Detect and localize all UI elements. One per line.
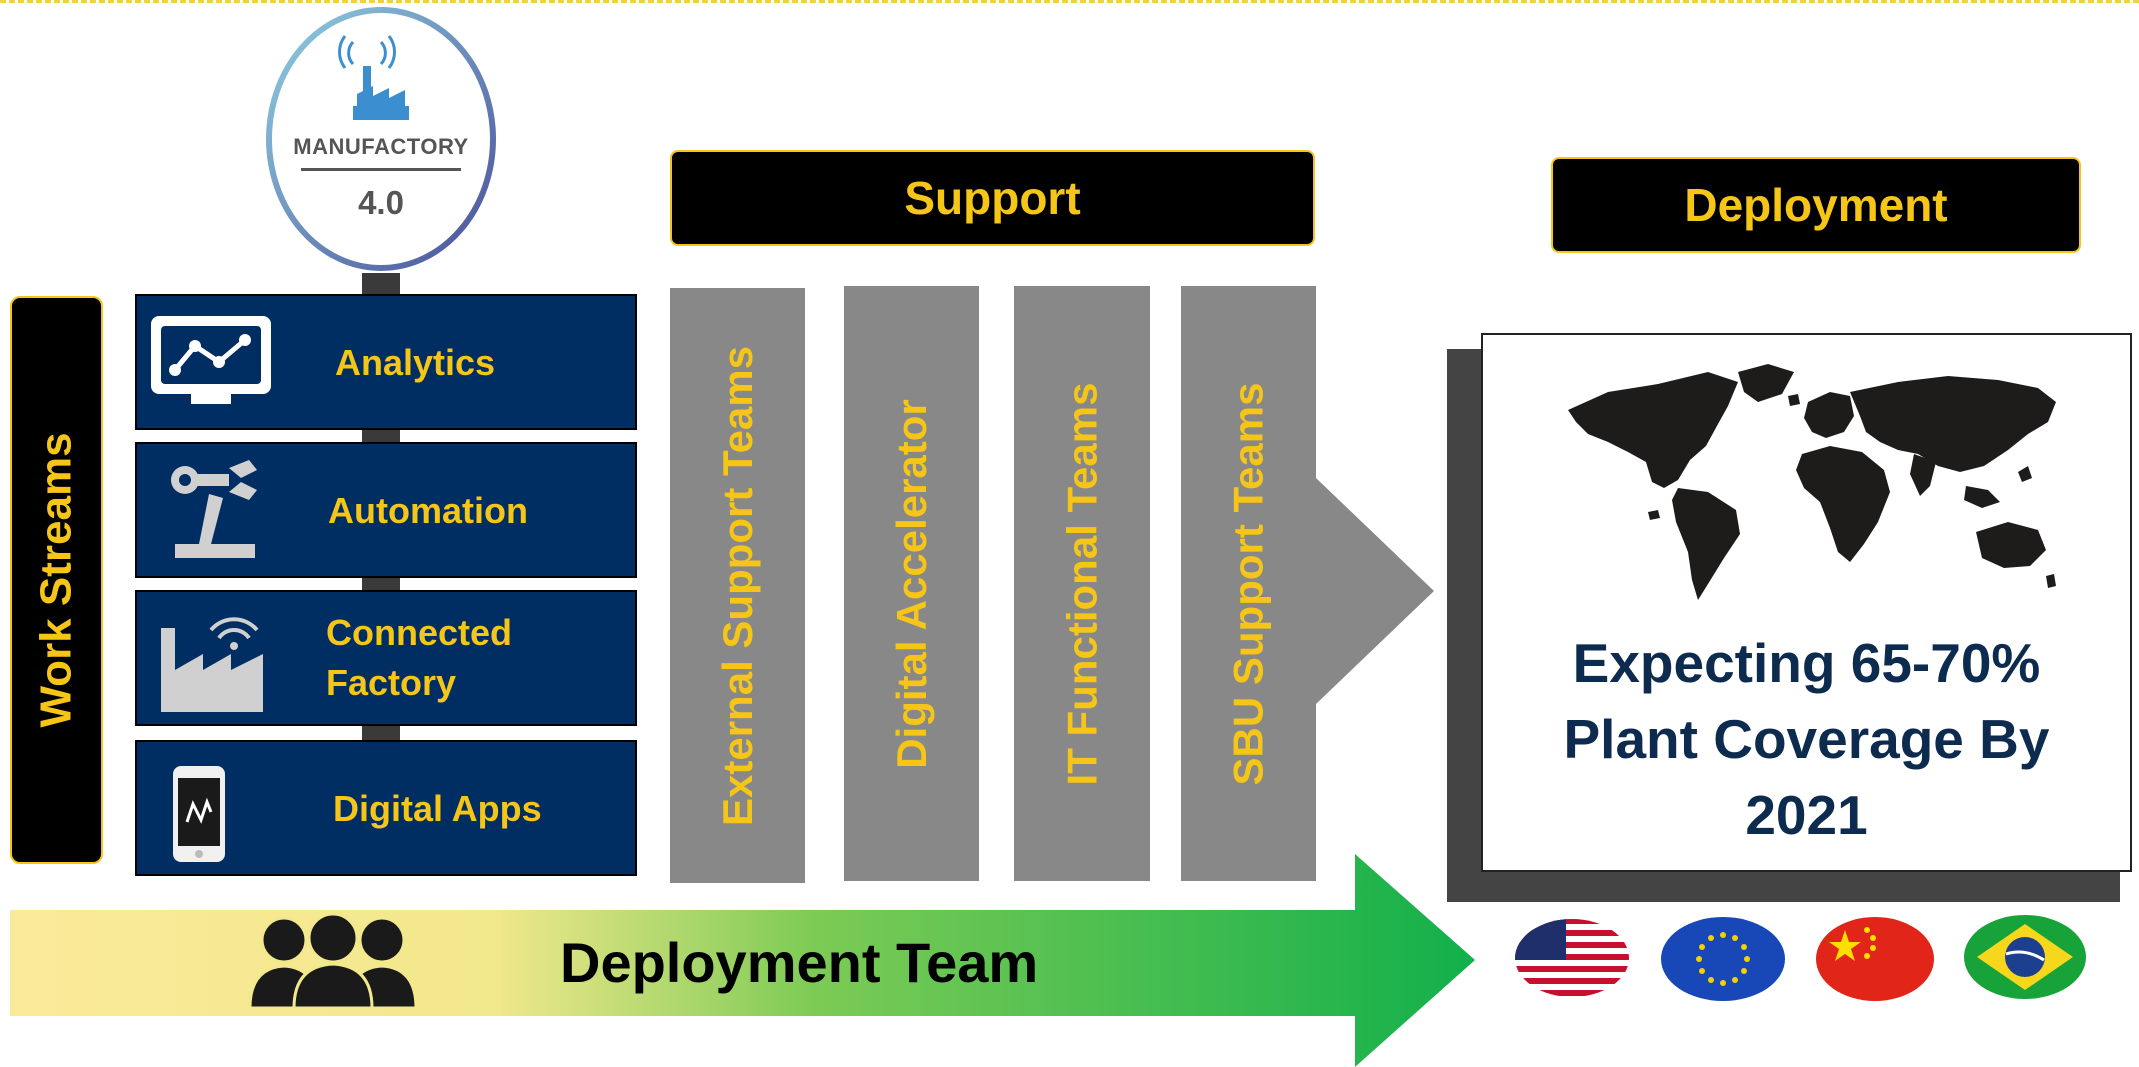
stream-automation: Automation [135, 442, 637, 578]
deployment-team-arrow [10, 854, 1475, 1067]
support-col-external-label: External Support Teams [713, 345, 761, 826]
work-streams-box [10, 296, 103, 864]
logo-title: MANUFACTORY [293, 134, 469, 159]
work-streams-label-wrap: Work Streams [10, 296, 103, 864]
smartphone-icon [173, 766, 225, 862]
pole-segment [362, 578, 400, 590]
brazil-flag-icon [1964, 915, 2086, 999]
stream-connected-factory: Connected Factory [135, 590, 637, 726]
support-col-it-functional-label: IT Functional Teams [1058, 382, 1105, 785]
pole-segment [362, 273, 400, 295]
eu-flag-icon [1661, 917, 1785, 1001]
support-col-sbu-label: SBU Support Teams [1224, 382, 1272, 785]
coverage-statement: Expecting 65-70% Plant Coverage By 2021 [1481, 625, 2132, 853]
work-streams-label: Work Streams [31, 432, 81, 728]
support-col-it-functional: IT Functional Teams [1014, 286, 1150, 881]
china-flag-icon [1816, 917, 1934, 1001]
support-col-digital-accelerator-label: Digital Accelerator [887, 398, 935, 769]
deployment-team-label: Deployment Team [560, 931, 1039, 994]
stream-label-connected: Connected [326, 612, 513, 653]
manufactory-logo: MANUFACTORY 4.0 [265, 6, 497, 273]
stream-digital-apps: Digital Apps [135, 740, 637, 876]
coverage-line-2: Plant Coverage By [1563, 708, 2050, 770]
pole-segment [362, 726, 400, 740]
people-group-icon [248, 912, 418, 1008]
stream-label-digital-apps: Digital Apps [333, 788, 542, 829]
support-col-sbu: SBU Support Teams [1181, 286, 1316, 881]
support-header: Support [670, 150, 1315, 246]
support-arrow-head [1316, 478, 1434, 704]
support-col-external: External Support Teams [670, 288, 805, 883]
wireless-factory-icon [161, 617, 263, 712]
coverage-line-3: 2021 [1745, 784, 1868, 846]
support-col-digital-accelerator: Digital Accelerator [844, 286, 979, 881]
monitor-chart-icon [151, 316, 271, 404]
stream-label-automation: Automation [328, 490, 528, 531]
stream-label-analytics: Analytics [335, 342, 496, 383]
world-map-icon [1568, 364, 2056, 600]
pole-segment [362, 430, 400, 442]
usa-flag-icon [1515, 919, 1629, 997]
coverage-line-1: Expecting 65-70% [1572, 632, 2041, 694]
robot-arm-icon [171, 460, 257, 558]
deployment-header: Deployment [1551, 157, 2081, 253]
stream-analytics: Analytics [135, 294, 637, 430]
stream-label-factory: Factory [326, 662, 457, 703]
top-dotted-border [0, 0, 2139, 3]
logo-circle [266, 7, 496, 271]
logo-version: 4.0 [358, 184, 404, 221]
